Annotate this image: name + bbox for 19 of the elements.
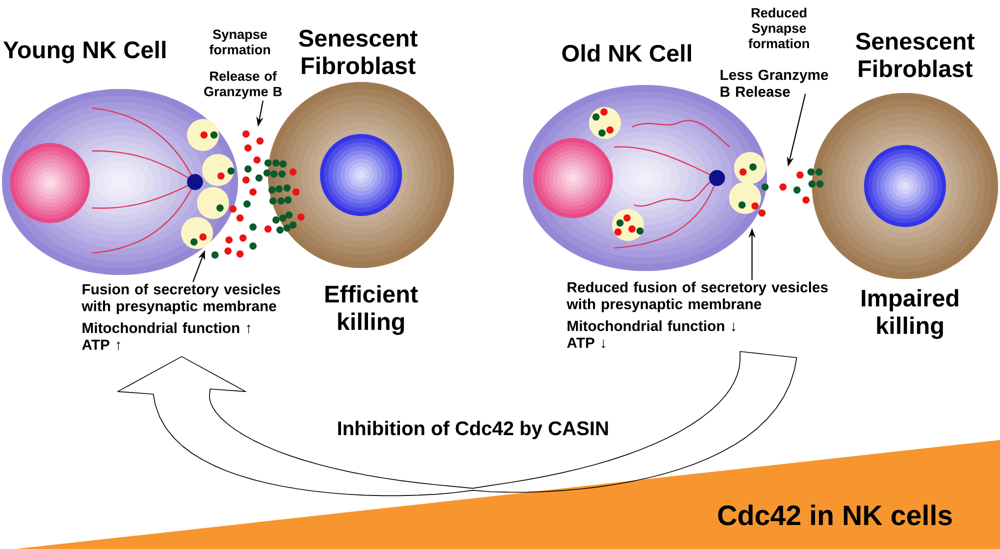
metabolism-text: Mitochondrial function ↑ ATP ↑ — [82, 322, 250, 350]
outcome-text: Efficient killing — [325, 285, 418, 335]
cell-title: Senescent Fibroblast — [856, 32, 974, 78]
cell-title: Old NK Cell — [562, 44, 692, 62]
curved-block-arrow — [117, 351, 798, 496]
granules-drawing — [751, 168, 824, 217]
metabolism-text: Mitochondrial function ↓ ATP ↓ — [567, 320, 736, 348]
cell-title: Senescent Fibroblast — [298, 30, 418, 74]
annotation-text: Fusion of secretory vesicles with presynaptic membrane — [82, 284, 280, 314]
annotation-text: Release of Granzyme B — [204, 71, 282, 99]
cell-title: Young NK Cell — [3, 40, 166, 64]
granules-drawing — [211, 130, 305, 259]
annotation-text: Less Granzyme B Release — [720, 70, 828, 97]
gradient-wedge: Cdc42 in NK cells — [15, 440, 1000, 549]
edge-label: Inhibition of Cdc42 by CASIN — [335, 419, 611, 441]
annotation-text: Synapse formation — [209, 30, 270, 54]
outcome-text: Impaired killing — [862, 289, 958, 339]
annotation-text: Reduced fusion of secretory vesicles with presynaptic membrane — [566, 282, 828, 312]
annotation-text: Reduced Synapse formation — [748, 8, 809, 48]
